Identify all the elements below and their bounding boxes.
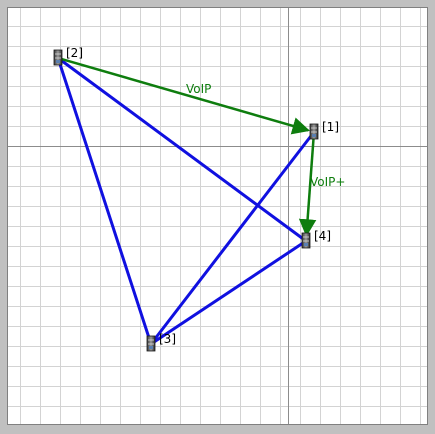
node-label-2: [2]: [66, 46, 83, 60]
axes: [7, 7, 428, 425]
server-icon: [301, 232, 311, 249]
server-icon: [309, 123, 319, 140]
link-2-3[interactable]: [56, 56, 153, 346]
links-layer: [56, 56, 316, 346]
node-label-1: [1]: [322, 120, 339, 134]
link-3-4[interactable]: [149, 239, 308, 346]
server-icon: [146, 335, 156, 352]
flows-layer: VoIP VoIP+: [59, 57, 345, 237]
diagram-border: [7, 7, 428, 425]
node-3[interactable]: [3]: [146, 332, 176, 352]
flow-1-4[interactable]: [298, 133, 317, 237]
server-icon: [53, 49, 63, 66]
diagram-background: [7, 7, 428, 425]
nodes-layer: [2] [1] [4] [3]: [53, 46, 339, 352]
node-4[interactable]: [4]: [301, 229, 331, 249]
node-2[interactable]: [2]: [53, 46, 83, 66]
node-1[interactable]: [1]: [309, 120, 339, 140]
flow-label-1-4: VoIP+: [310, 175, 345, 189]
node-label-3: [3]: [159, 332, 176, 346]
link-3-1[interactable]: [149, 130, 316, 346]
flow-2-1[interactable]: [59, 57, 310, 135]
flow-label-2-1: VoIP: [186, 82, 211, 96]
link-2-4[interactable]: [56, 56, 308, 243]
node-label-4: [4]: [314, 229, 331, 243]
